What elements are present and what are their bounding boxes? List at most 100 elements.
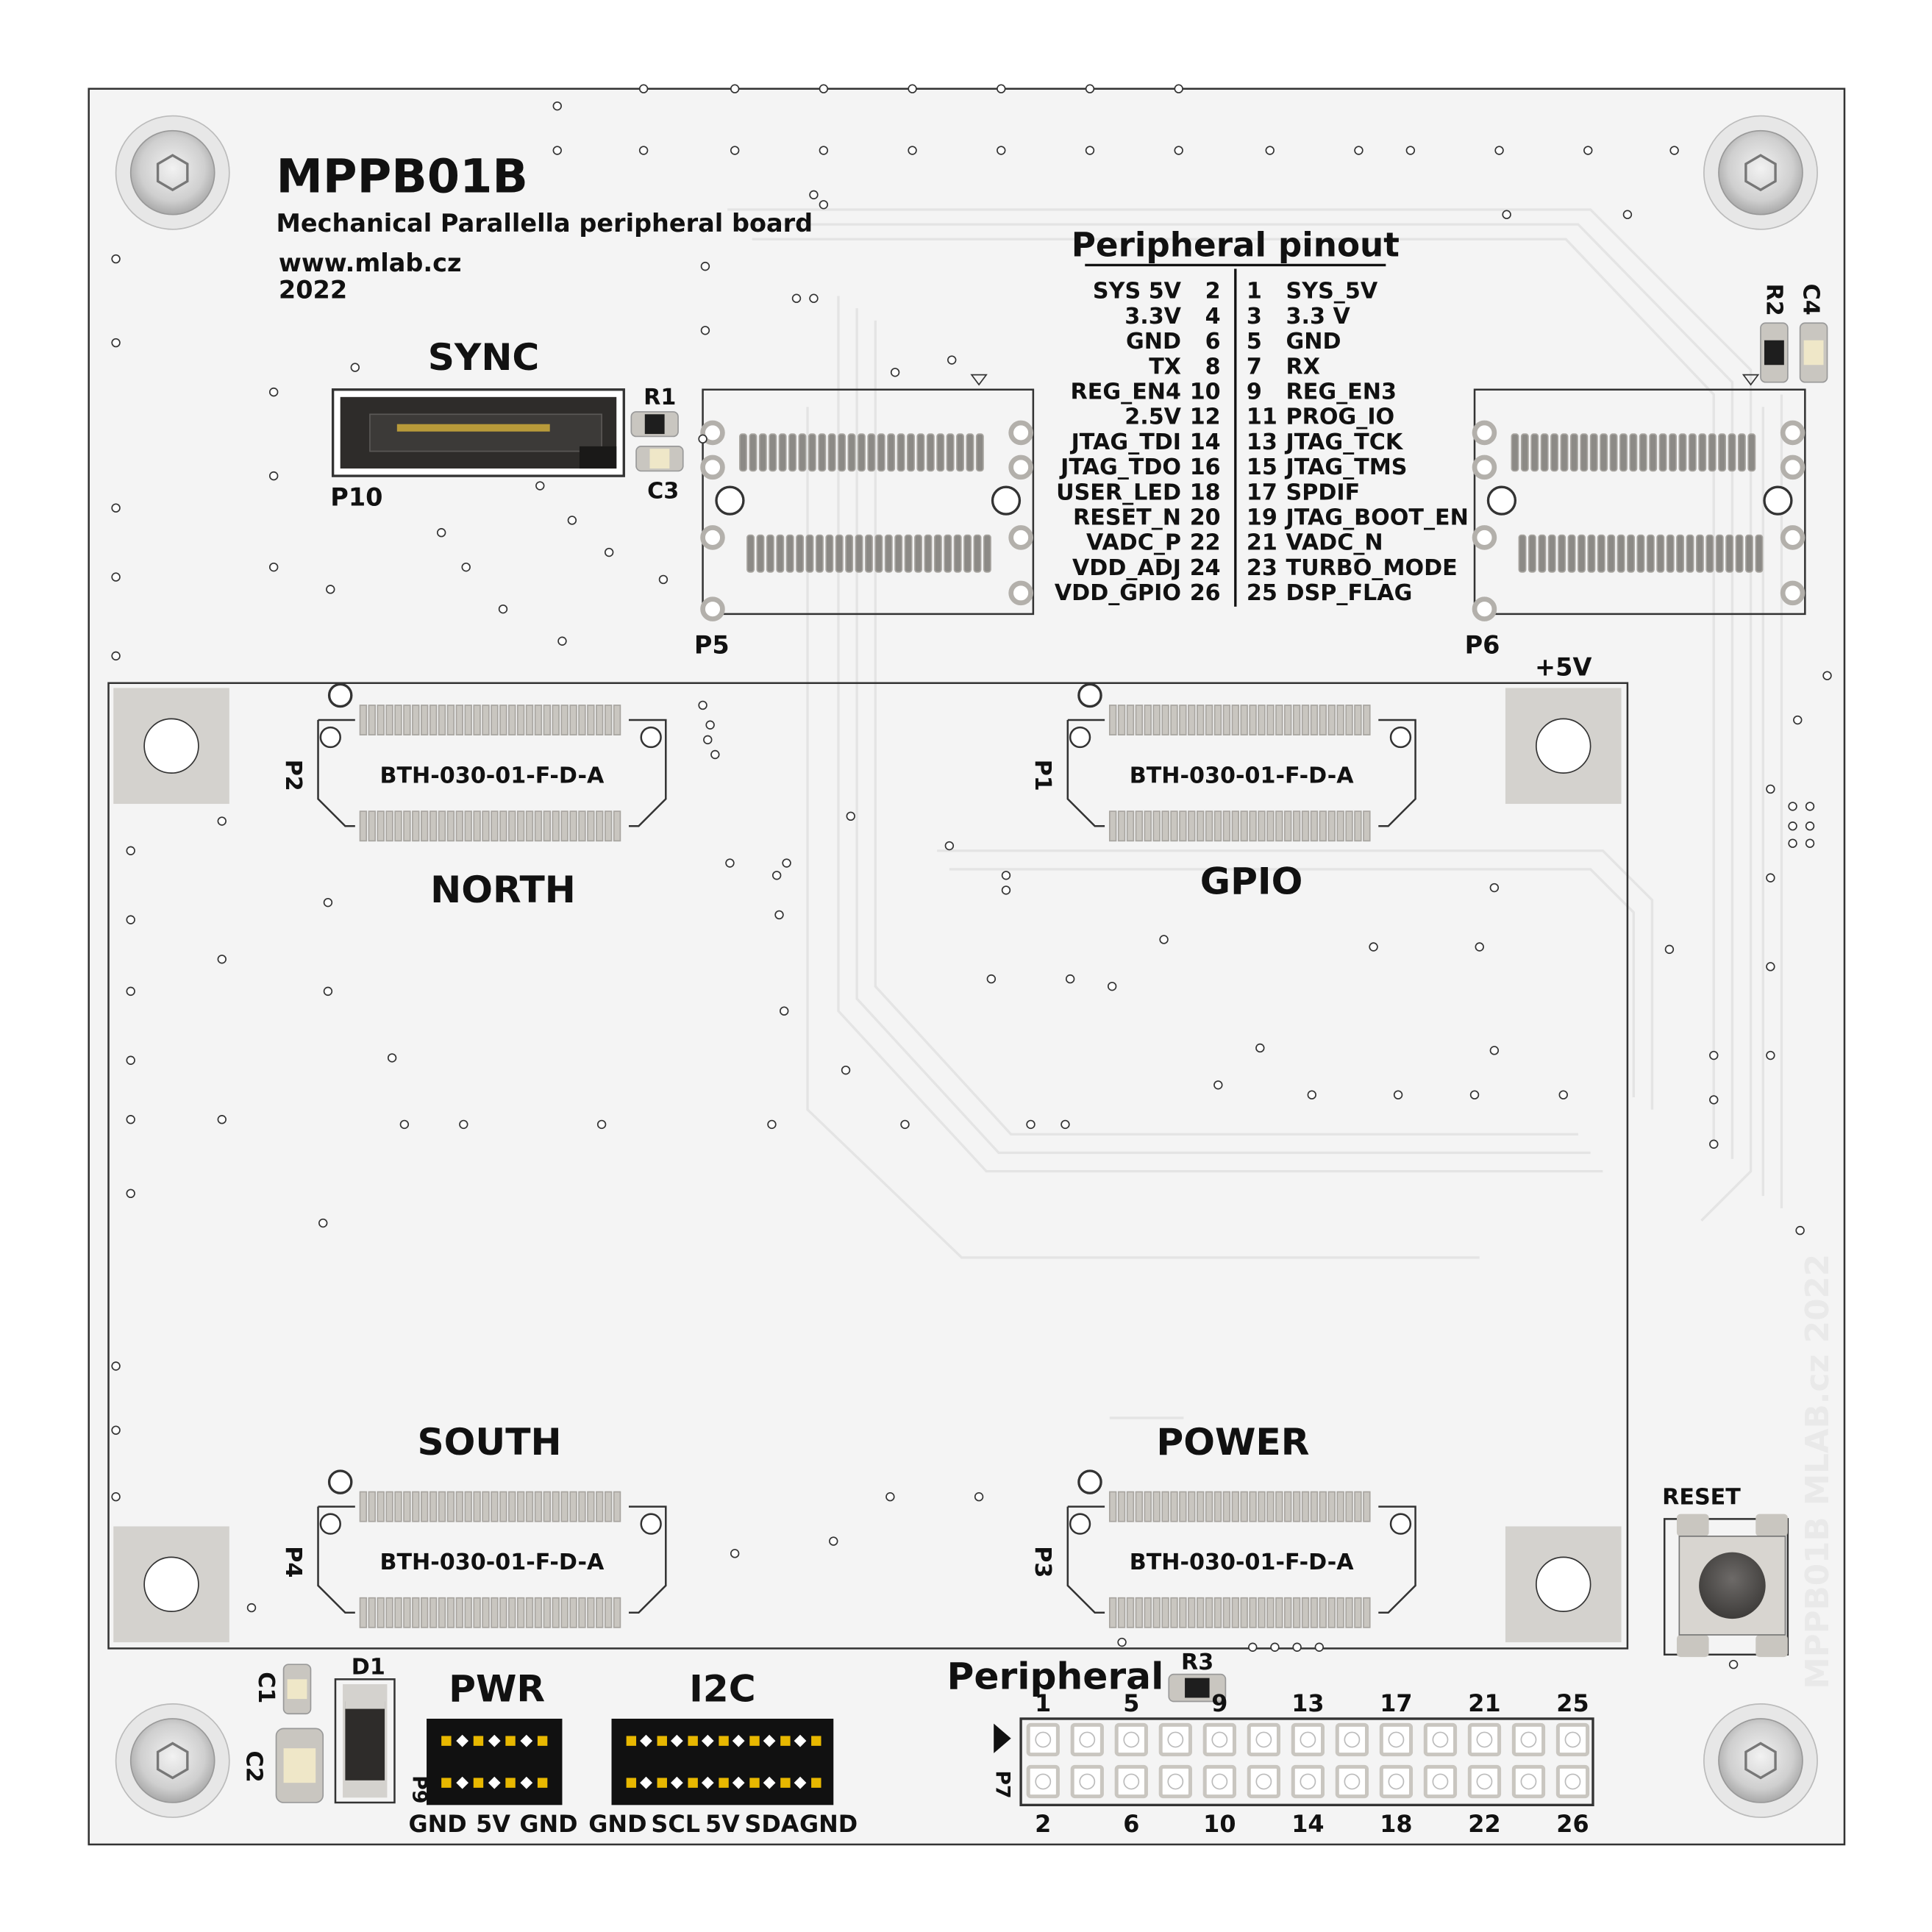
bth-pad <box>560 810 568 842</box>
p7-bottom-number: 6 <box>1123 1810 1139 1838</box>
bth-pad <box>385 705 393 736</box>
pinout-left-name: TX <box>1149 354 1181 379</box>
bth-pad <box>473 810 481 842</box>
bth-pad <box>1117 705 1126 736</box>
bth-pad <box>1336 705 1344 736</box>
pinout-left-num: 2 <box>1205 279 1221 304</box>
smd-pad <box>766 534 774 573</box>
bth-pad <box>1258 1491 1266 1522</box>
bth-pad <box>613 705 621 736</box>
bth-pad <box>1161 810 1169 842</box>
bth-pad <box>464 1597 472 1628</box>
via <box>890 368 900 377</box>
module-outline <box>107 682 1629 1650</box>
bth-pad <box>499 1491 507 1522</box>
i2c-pin-3: 5V <box>705 1810 740 1838</box>
bth-pad <box>1117 810 1126 842</box>
bth-pad <box>508 705 516 736</box>
bth-pad <box>1179 810 1187 842</box>
via <box>1107 981 1117 991</box>
via <box>1117 1637 1127 1647</box>
bth-pad <box>1310 1597 1319 1628</box>
i2c-pin-4: SDA <box>744 1810 799 1838</box>
bth-pad <box>552 705 560 736</box>
p7-top-number: 1 <box>1035 1689 1051 1717</box>
pinout-right-num: 13 <box>1247 429 1277 455</box>
bth-pad <box>446 705 455 736</box>
via <box>846 811 855 821</box>
header-pin <box>537 1778 548 1788</box>
smd-pad <box>897 433 905 472</box>
bth-pad <box>1188 1597 1196 1628</box>
pinout-right-num: 21 <box>1247 530 1277 556</box>
bth-pad <box>482 810 490 842</box>
via <box>387 1053 397 1063</box>
pinout-right-name: TURBO_MODE <box>1286 555 1458 581</box>
via <box>1393 1090 1403 1099</box>
bth-pad <box>473 1491 481 1522</box>
bth-pad <box>1170 810 1178 842</box>
smd-pad <box>956 433 964 472</box>
bth-pad <box>1205 1597 1213 1628</box>
bth-pad <box>1108 1491 1117 1522</box>
gpio-connector: BTH-030-01-F-D-AP1 <box>1030 682 1416 842</box>
via <box>111 651 121 661</box>
smd-pad <box>877 433 885 472</box>
bth-pad <box>525 705 534 736</box>
bth-pad <box>534 1491 543 1522</box>
svg-text:C2: C2 <box>240 1751 266 1783</box>
smd-pad <box>808 433 816 472</box>
bth-pad <box>1275 705 1283 736</box>
bth-pad <box>1196 1491 1205 1522</box>
bth-pad <box>578 1491 586 1522</box>
smd-pad <box>975 433 984 472</box>
bth-pad <box>1284 1597 1292 1628</box>
bth-pad <box>1108 1597 1117 1628</box>
via <box>246 1603 257 1613</box>
smd-pad <box>857 433 866 472</box>
bth-pad <box>1135 705 1144 736</box>
header-pin <box>749 1736 760 1746</box>
via <box>1065 974 1075 984</box>
bth-pad <box>604 705 613 736</box>
via <box>217 955 227 964</box>
pinout-right-name: SYS_5V <box>1286 279 1378 304</box>
svg-text:R2: R2 <box>1761 284 1786 316</box>
via <box>1307 1090 1316 1099</box>
smd-pad <box>739 433 747 472</box>
smd-pad <box>1705 534 1714 573</box>
bth-pad <box>464 705 472 736</box>
smd-pad <box>1550 433 1559 472</box>
bth-pad <box>359 810 368 842</box>
smd-pad <box>785 534 794 573</box>
bth-pad <box>1258 1597 1266 1628</box>
bth-pad <box>1240 810 1248 842</box>
pinout-right-num: 25 <box>1247 580 1277 606</box>
pinout-right-name: GND <box>1286 329 1341 354</box>
smd-pad <box>963 534 972 573</box>
via <box>1709 1095 1719 1105</box>
header-pin <box>657 1778 667 1788</box>
via <box>730 84 740 93</box>
smd-pad <box>1547 534 1556 573</box>
pinout-left-name: VADC_P <box>1086 530 1181 556</box>
bth-pad <box>446 1597 455 1628</box>
via <box>1583 146 1593 155</box>
via <box>111 1425 121 1435</box>
bth-pad <box>1319 1597 1327 1628</box>
reset-button[interactable]: RESET <box>1662 1484 1789 1658</box>
bth-pad <box>1354 1491 1362 1522</box>
via <box>1822 671 1832 680</box>
bth-pad <box>596 1491 604 1522</box>
smd-pad <box>1688 433 1697 472</box>
via <box>986 974 997 984</box>
copper-traces <box>727 208 1783 1419</box>
bth-pad <box>1188 1491 1196 1522</box>
bth-pad <box>543 1491 552 1522</box>
via <box>638 146 649 155</box>
pinout-left-num: 12 <box>1190 404 1221 430</box>
bth-pad <box>596 705 604 736</box>
bth-pad <box>508 1491 516 1522</box>
bth-pad <box>534 705 543 736</box>
pwr-pin-1: GND <box>409 1810 467 1838</box>
